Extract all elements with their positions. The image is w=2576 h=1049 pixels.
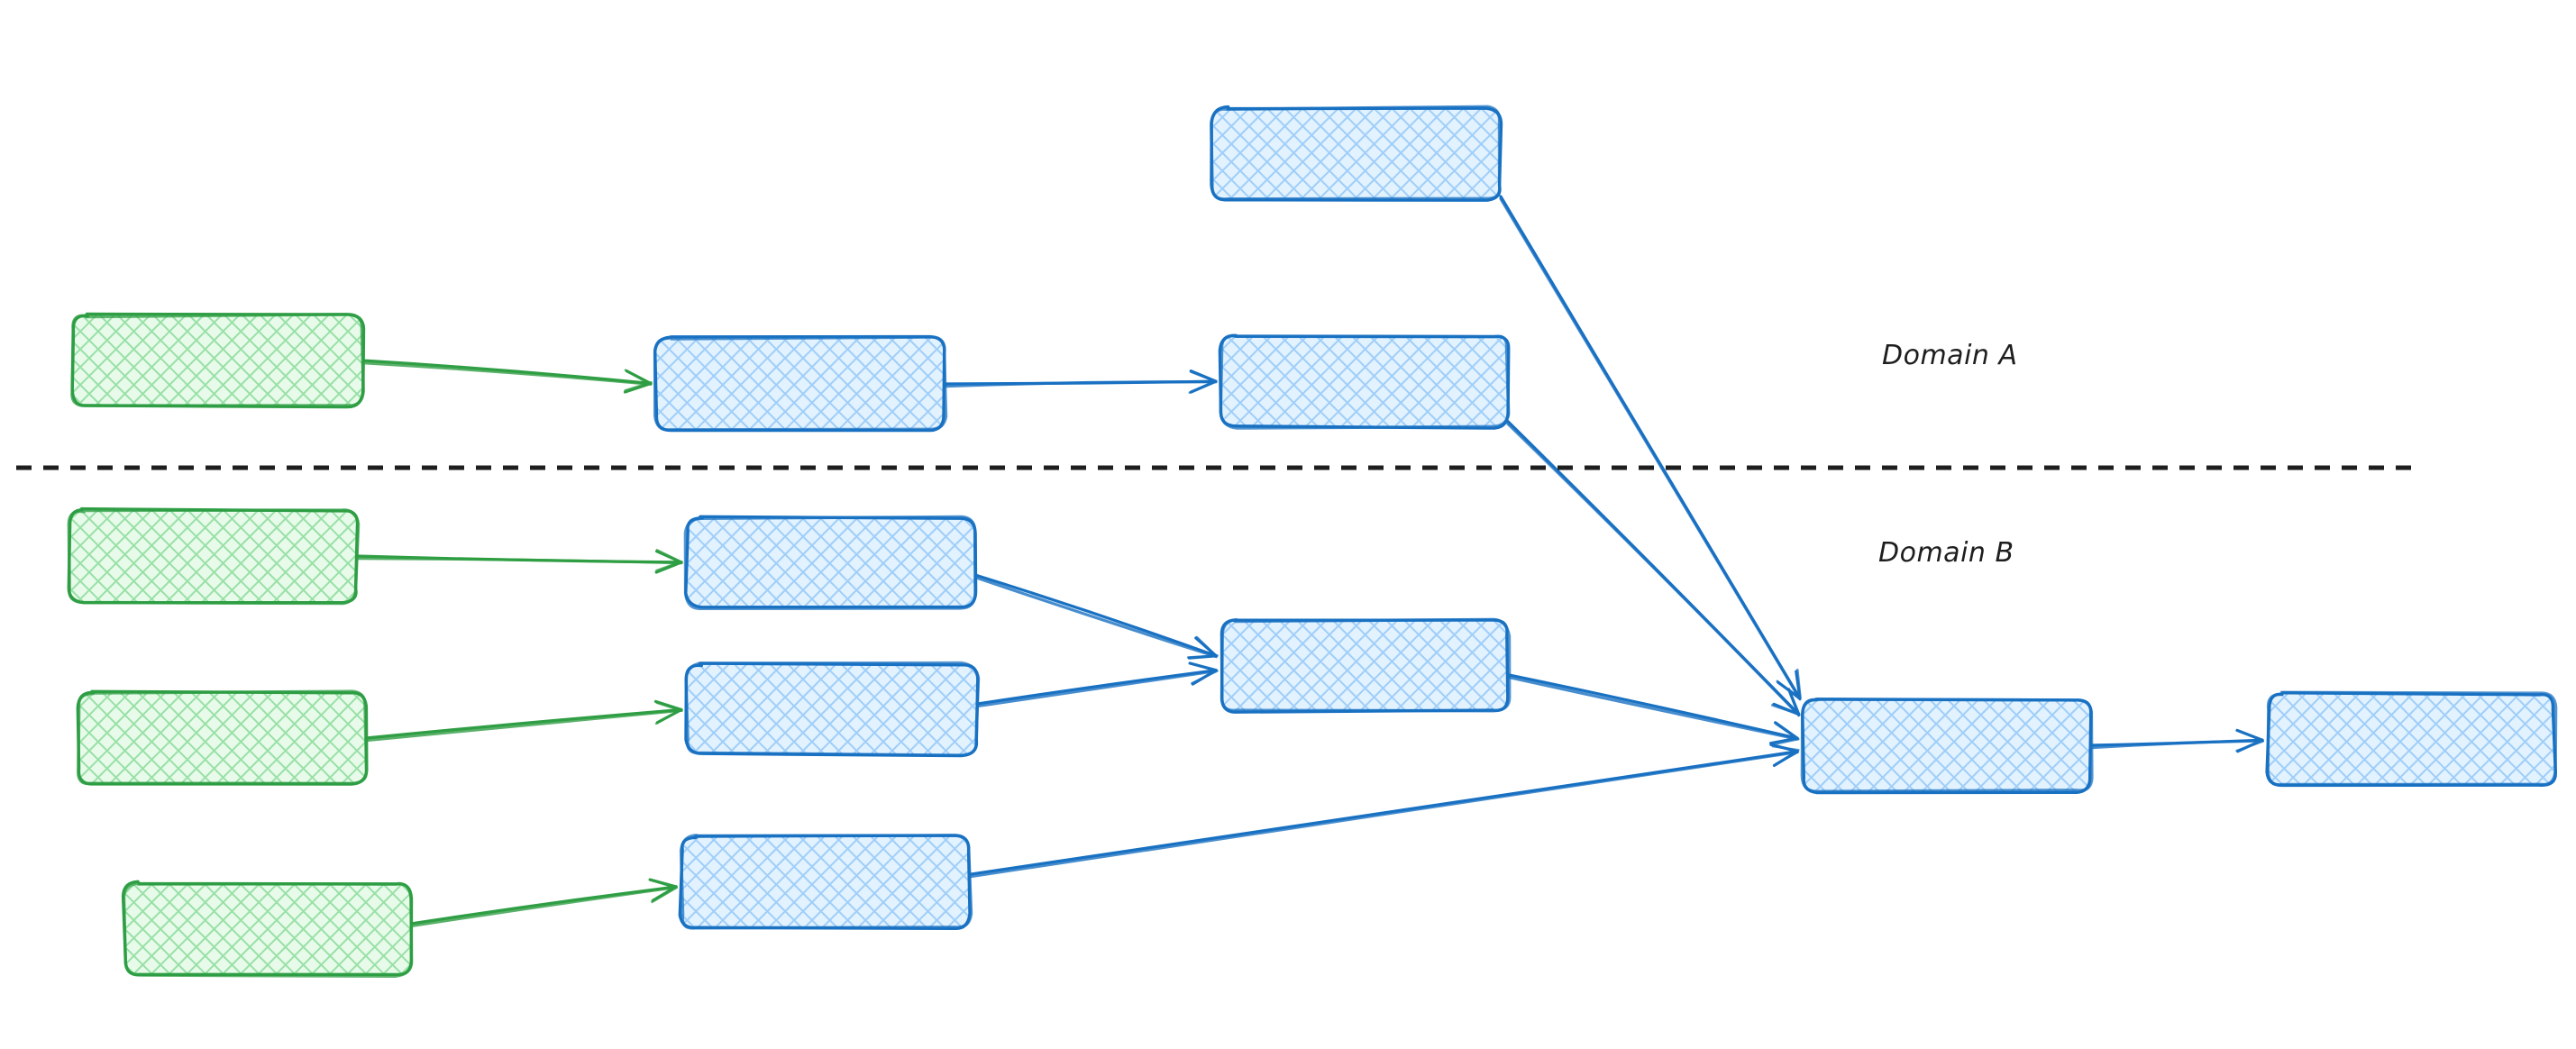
node-b-blue-hub[interactable] xyxy=(1800,698,2094,795)
edge-b-green-3-to-b-blue-3 xyxy=(409,878,678,928)
node-b-blue-1[interactable] xyxy=(683,515,978,611)
edge-b-blue-2-to-b-blue-mid xyxy=(975,661,1219,708)
nodes-layer xyxy=(67,105,2558,978)
node-b-green-3[interactable] xyxy=(121,880,414,978)
node-a-blue-1[interactable] xyxy=(653,334,948,433)
edge-b-blue-mid-to-b-blue-hub xyxy=(1506,673,1800,746)
edge-a-blue-1-to-a-blue-2 xyxy=(943,369,1218,394)
edge-b-blue-1-to-b-blue-mid xyxy=(973,573,1219,660)
domain-b-label: Domain B xyxy=(1878,537,2014,569)
node-b-blue-3[interactable] xyxy=(678,834,973,931)
node-b-green-2[interactable] xyxy=(76,689,369,786)
edge-b-green-1-to-b-blue-1 xyxy=(355,549,683,574)
node-b-green-1[interactable] xyxy=(67,506,361,606)
node-b-blue-mid[interactable] xyxy=(1219,617,1512,714)
edge-b-green-2-to-b-blue-2 xyxy=(364,699,683,743)
edges-layer xyxy=(355,195,2264,928)
node-a-green-1[interactable] xyxy=(70,312,366,409)
edge-b-blue-hub-to-b-blue-final xyxy=(2089,728,2264,753)
edge-b-blue-3-to-b-blue-hub xyxy=(968,743,1800,879)
node-b-blue-2[interactable] xyxy=(684,661,981,758)
edge-a-blue-2-to-b-blue-hub xyxy=(1506,420,1801,717)
edge-a-blue-top-to-b-blue-hub xyxy=(1499,195,1802,701)
node-a-blue-2[interactable] xyxy=(1218,333,1511,430)
node-a-blue-top[interactable] xyxy=(1210,105,1503,202)
edge-a-green-1-to-a-blue-1 xyxy=(361,359,653,394)
node-b-blue-final[interactable] xyxy=(2265,690,2558,788)
domain-a-label: Domain A xyxy=(1882,340,2018,371)
